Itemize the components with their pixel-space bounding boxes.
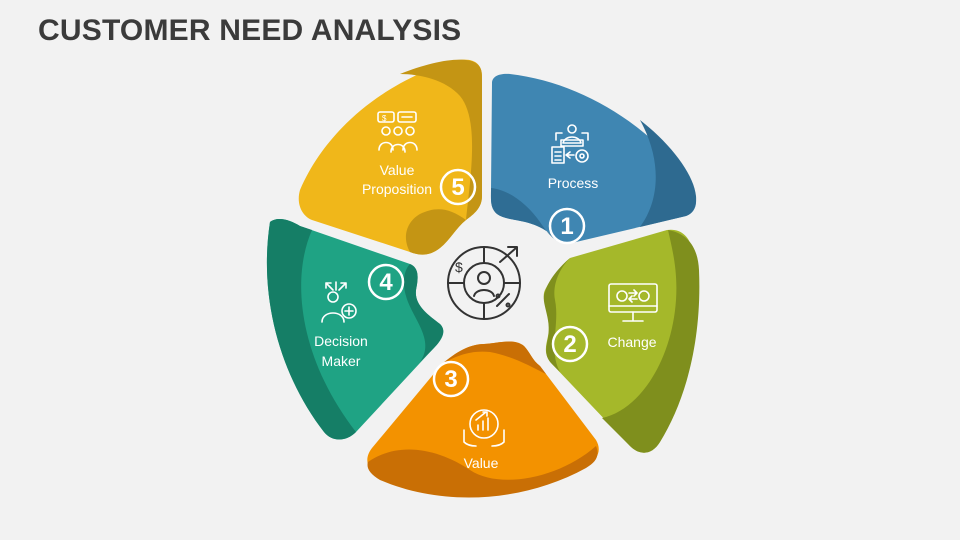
segment-4[interactable] xyxy=(266,219,444,440)
segment-1-shade xyxy=(490,188,576,244)
segment-5-label-line2: Proposition xyxy=(362,181,432,197)
badge-1-number: 1 xyxy=(560,213,573,240)
badge-5-number: 5 xyxy=(451,174,464,201)
segment-3-shade-top xyxy=(442,341,546,374)
segment-2-label: Change xyxy=(607,334,656,350)
badge-2: 2 xyxy=(551,325,589,363)
segment-1-shape xyxy=(490,73,697,244)
segment-4-label-line1: Decision xyxy=(314,333,368,349)
segment-5-label-line1: Value xyxy=(380,162,415,178)
badge-3-number: 3 xyxy=(444,366,457,393)
process-workflow-icon xyxy=(551,124,589,164)
badge-4: 4 xyxy=(367,263,405,301)
segment-4-shade xyxy=(266,219,356,440)
segment-3-label: Value xyxy=(464,455,499,471)
customer-analysis-icon: $ xyxy=(447,246,521,320)
badge-3: 3 xyxy=(432,360,470,398)
segment-2-shade xyxy=(602,230,700,453)
badge-4-number: 4 xyxy=(379,269,393,296)
badge-5: 5 xyxy=(439,168,477,206)
badge-1: 1 xyxy=(548,207,586,245)
segment-1[interactable] xyxy=(490,73,697,244)
team-money-icon: $ xyxy=(377,111,418,153)
decision-person-icon xyxy=(321,281,357,323)
svg-text:$: $ xyxy=(382,114,387,123)
segment-2-shade-left xyxy=(543,258,570,372)
hand-growth-icon xyxy=(463,409,505,447)
segment-3[interactable] xyxy=(367,341,599,498)
badge-2-number: 2 xyxy=(563,331,576,358)
segment-5-shade-bottom xyxy=(405,209,466,255)
segment-5-shape xyxy=(298,59,482,255)
svg-text:$: $ xyxy=(455,259,463,275)
page-title: CUSTOMER NEED ANALYSIS xyxy=(38,14,462,47)
segment-3-shade xyxy=(367,446,598,498)
segment-4-label-line2: Maker xyxy=(322,353,361,369)
monitor-exchange-icon xyxy=(608,283,658,322)
segment-5[interactable] xyxy=(298,59,482,255)
segment-1-label: Process xyxy=(548,175,599,191)
segment-4-shade-right xyxy=(403,264,444,362)
segment-1-shade-right xyxy=(640,120,697,227)
segment-5-shade xyxy=(400,59,482,220)
